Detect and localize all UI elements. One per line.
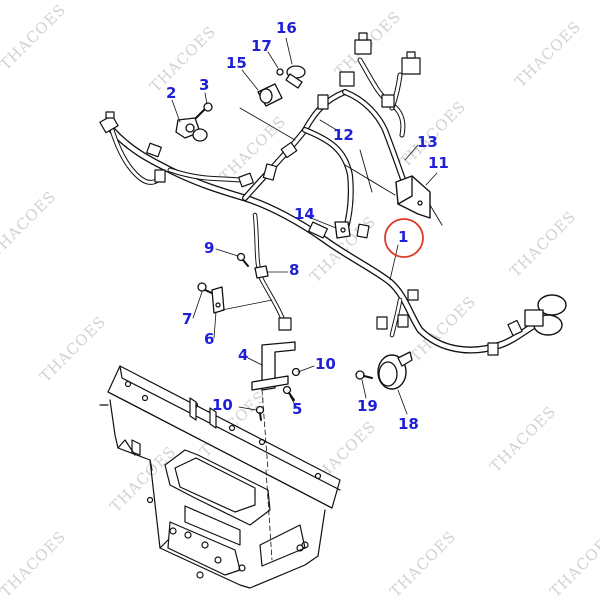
- drop-wire-branch: [252, 212, 403, 338]
- bracket-part-4: [251, 341, 296, 391]
- callout-19[interactable]: 19: [357, 397, 378, 415]
- callout-4[interactable]: 4: [238, 346, 249, 364]
- callout-15[interactable]: 15: [226, 54, 247, 72]
- washer-part-17: [276, 68, 284, 76]
- callout-7[interactable]: 7: [182, 310, 193, 328]
- bolt-part-3: [195, 102, 213, 119]
- callout-10-upper[interactable]: 10: [315, 355, 336, 373]
- callout-10-lower[interactable]: 10: [212, 396, 233, 414]
- leader-lines: [171, 37, 438, 415]
- main-wire-harness: [108, 126, 544, 354]
- highlight-circle: [384, 218, 424, 258]
- callout-11[interactable]: 11: [428, 154, 449, 172]
- clip-part-16: [285, 65, 306, 89]
- callout-12[interactable]: 12: [333, 126, 354, 144]
- clamp-part-14: [334, 221, 351, 239]
- bracket-part-11: [395, 175, 443, 226]
- sleeve-part-13: [344, 149, 396, 196]
- bolt-part-5: [282, 385, 295, 401]
- sensor-part-15: [257, 83, 283, 107]
- callout-6[interactable]: 6: [204, 330, 215, 348]
- harness-connectors: [99, 32, 523, 356]
- callout-9[interactable]: 9: [204, 239, 215, 257]
- clip-part-8: [254, 265, 269, 279]
- callout-3[interactable]: 3: [199, 76, 210, 94]
- callout-18[interactable]: 18: [398, 415, 419, 433]
- bolt-part-10-upper: [291, 367, 301, 377]
- callout-14[interactable]: 14: [294, 205, 315, 223]
- callout-8[interactable]: 8: [289, 261, 300, 279]
- bolt-part-9: [236, 252, 249, 267]
- right-end-connectors: [524, 294, 567, 336]
- callout-16[interactable]: 16: [276, 19, 297, 37]
- callout-17[interactable]: 17: [251, 37, 272, 55]
- bolt-part-10-lower: [255, 405, 265, 421]
- horn-part-18: [377, 351, 413, 390]
- callout-5[interactable]: 5: [292, 400, 303, 418]
- bracket-part-6: [211, 286, 225, 314]
- bolt-part-19: [355, 370, 373, 380]
- callout-13[interactable]: 13: [417, 133, 438, 151]
- frame-panel: [99, 365, 341, 589]
- callout-1[interactable]: 1: [398, 228, 409, 246]
- reference-dashed-lines: [261, 389, 273, 561]
- grommet-part-2: [175, 117, 208, 142]
- callout-2[interactable]: 2: [166, 84, 177, 102]
